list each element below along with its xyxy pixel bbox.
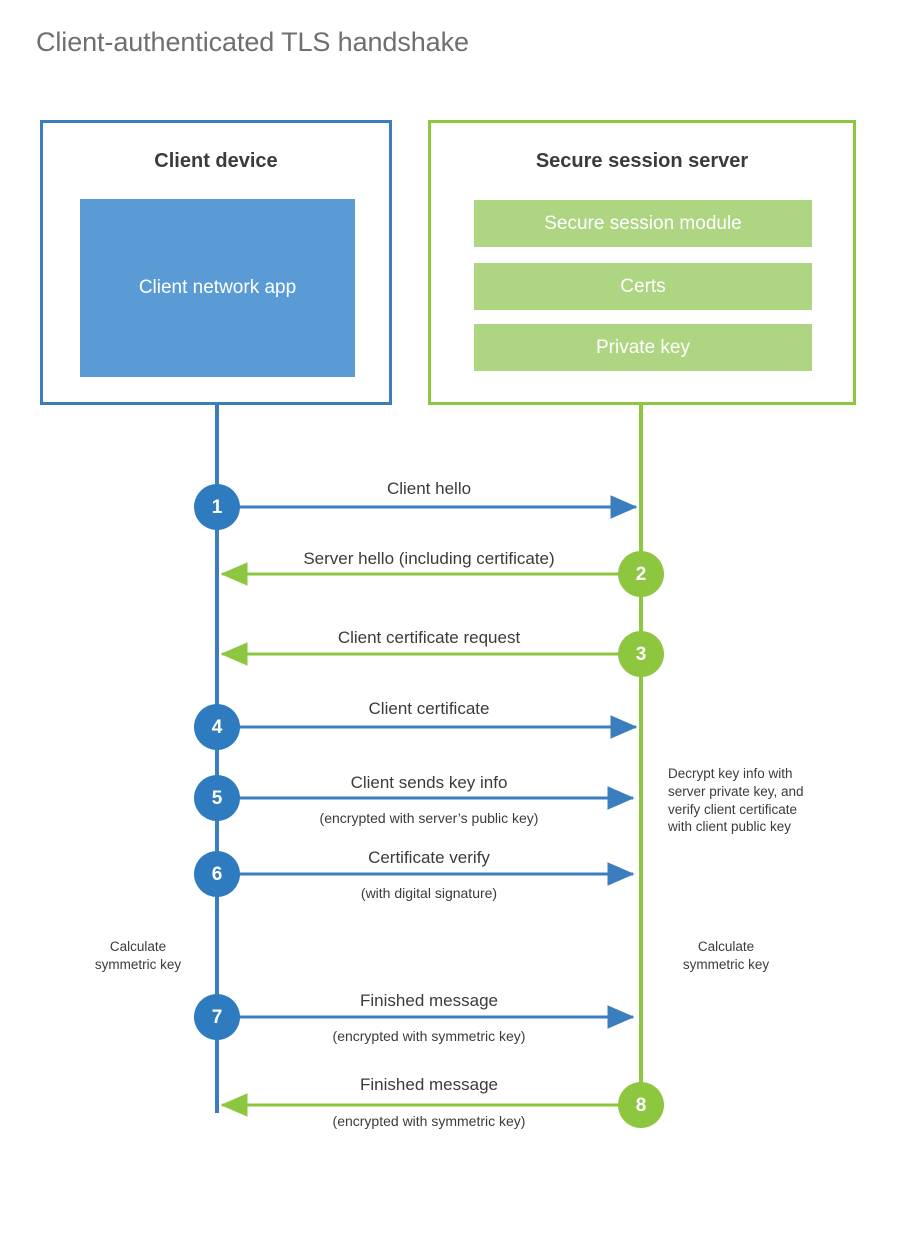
certs-block: Certs xyxy=(474,263,812,310)
step-circle-5 xyxy=(194,775,240,821)
server-decrypt-note: Decrypt key info with server private key… xyxy=(668,765,838,836)
server-decrypt-note-line-1: Decrypt key info with xyxy=(668,766,793,781)
step-circle-1 xyxy=(194,484,240,530)
server-calculate-symmetric-key-note: Calculate symmetric key xyxy=(651,938,801,974)
message-label-5: Client sends key info xyxy=(350,773,508,792)
client-network-app-block: Client network app xyxy=(80,199,355,377)
message-label-4: Client certificate xyxy=(368,699,490,718)
secure-session-server-box: Secure session server Secure session mod… xyxy=(428,120,856,405)
message-label-8: Finished message xyxy=(360,1075,498,1094)
client-calculate-symmetric-key-note: Calculate symmetric key xyxy=(63,938,213,974)
page-title: Client-authenticated TLS handshake xyxy=(36,27,469,57)
server-calc-line-1: Calculate xyxy=(697,939,755,954)
client-device-box: Client device Client network app xyxy=(40,120,392,405)
server-decrypt-note-line-4: with client public key xyxy=(668,819,792,835)
message-sublabel-8: (encrypted with symmetric key) xyxy=(332,1113,526,1129)
step-circle-3 xyxy=(618,631,664,677)
message-sublabel-5: (encrypted with server’s public key) xyxy=(319,810,539,826)
private-key-block: Private key xyxy=(474,324,812,371)
message-label-2: Server hello (including certificate) xyxy=(303,549,555,568)
client-device-title: Client device xyxy=(154,150,278,172)
secure-session-module-block: Secure session module xyxy=(474,200,812,247)
server-decrypt-note-line-2: server private key, and xyxy=(668,783,804,799)
message-label-6: Certificate verify xyxy=(368,848,490,867)
step-circle-7 xyxy=(194,994,240,1040)
server-calc-line-2: symmetric key xyxy=(682,956,770,972)
step-circle-2 xyxy=(618,551,664,597)
message-sublabel-7: (encrypted with symmetric key) xyxy=(332,1028,526,1044)
message-sublabel-6: (with digital signature) xyxy=(360,885,498,901)
message-label-1: Client hello xyxy=(386,479,472,498)
secure-session-server-title: Secure session server xyxy=(535,150,749,172)
message-label-7: Finished message xyxy=(360,991,498,1010)
step-circle-4 xyxy=(194,704,240,750)
step-circle-6 xyxy=(194,851,240,897)
client-calc-line-1: Calculate xyxy=(109,939,167,954)
step-circle-8 xyxy=(618,1082,664,1128)
server-decrypt-note-line-3: verify client certificate xyxy=(668,801,798,817)
message-label-3: Client certificate request xyxy=(337,628,521,647)
client-calc-line-2: symmetric key xyxy=(94,956,182,972)
